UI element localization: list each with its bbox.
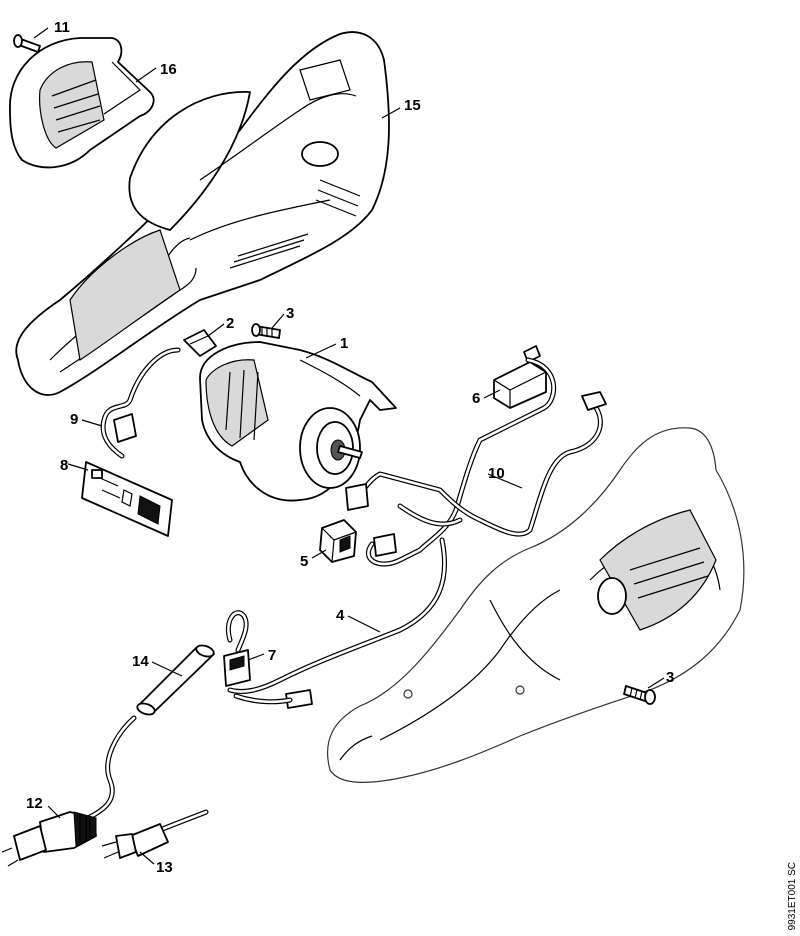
callout-9: 9 [70, 411, 78, 428]
part-6-switch [493, 345, 547, 409]
callout-15: 15 [404, 97, 421, 114]
callout-12: 12 [26, 795, 43, 812]
leader-lines [33, 27, 665, 865]
callout-11: 11 [54, 19, 70, 36]
callout-13: 13 [156, 859, 173, 876]
callout-4: 4 [336, 607, 345, 624]
callout-3-upper: 3 [286, 305, 294, 322]
part-13-plug [101, 809, 209, 859]
part-4-power-cable [227, 537, 448, 709]
callout-labels: 11 16 15 2 3 1 6 9 8 10 5 4 14 7 3 12 13 [26, 19, 674, 876]
part-2-clip [183, 329, 217, 357]
part-1-motor [199, 341, 397, 502]
document-code: 9931ET001 SC [787, 861, 798, 930]
part-7-connector [223, 610, 251, 687]
part-15-handle-housing [15, 31, 390, 396]
part-9-cable [100, 347, 181, 459]
part-16-rear-cover [9, 37, 155, 169]
callout-16: 16 [160, 61, 177, 78]
part-3-screw-lower [623, 685, 656, 705]
callout-5: 5 [300, 553, 308, 570]
part-3-screw-upper [251, 323, 281, 339]
part-8-circuit-board [81, 461, 173, 537]
callout-1: 1 [340, 335, 348, 352]
part-5-switch [319, 519, 357, 563]
part-10-wiring-harness [345, 357, 607, 567]
part-12-power-cord [1, 715, 137, 867]
main-housing [326, 427, 745, 784]
callout-8: 8 [60, 457, 68, 474]
callout-10: 10 [488, 465, 505, 482]
callout-6: 6 [472, 390, 480, 407]
part-11-screw [13, 34, 41, 53]
callout-14: 14 [132, 653, 149, 670]
callout-2: 2 [226, 315, 234, 332]
callout-7: 7 [268, 647, 276, 664]
part-14-cable-sleeve [136, 644, 215, 716]
callout-3-lower: 3 [666, 669, 674, 686]
